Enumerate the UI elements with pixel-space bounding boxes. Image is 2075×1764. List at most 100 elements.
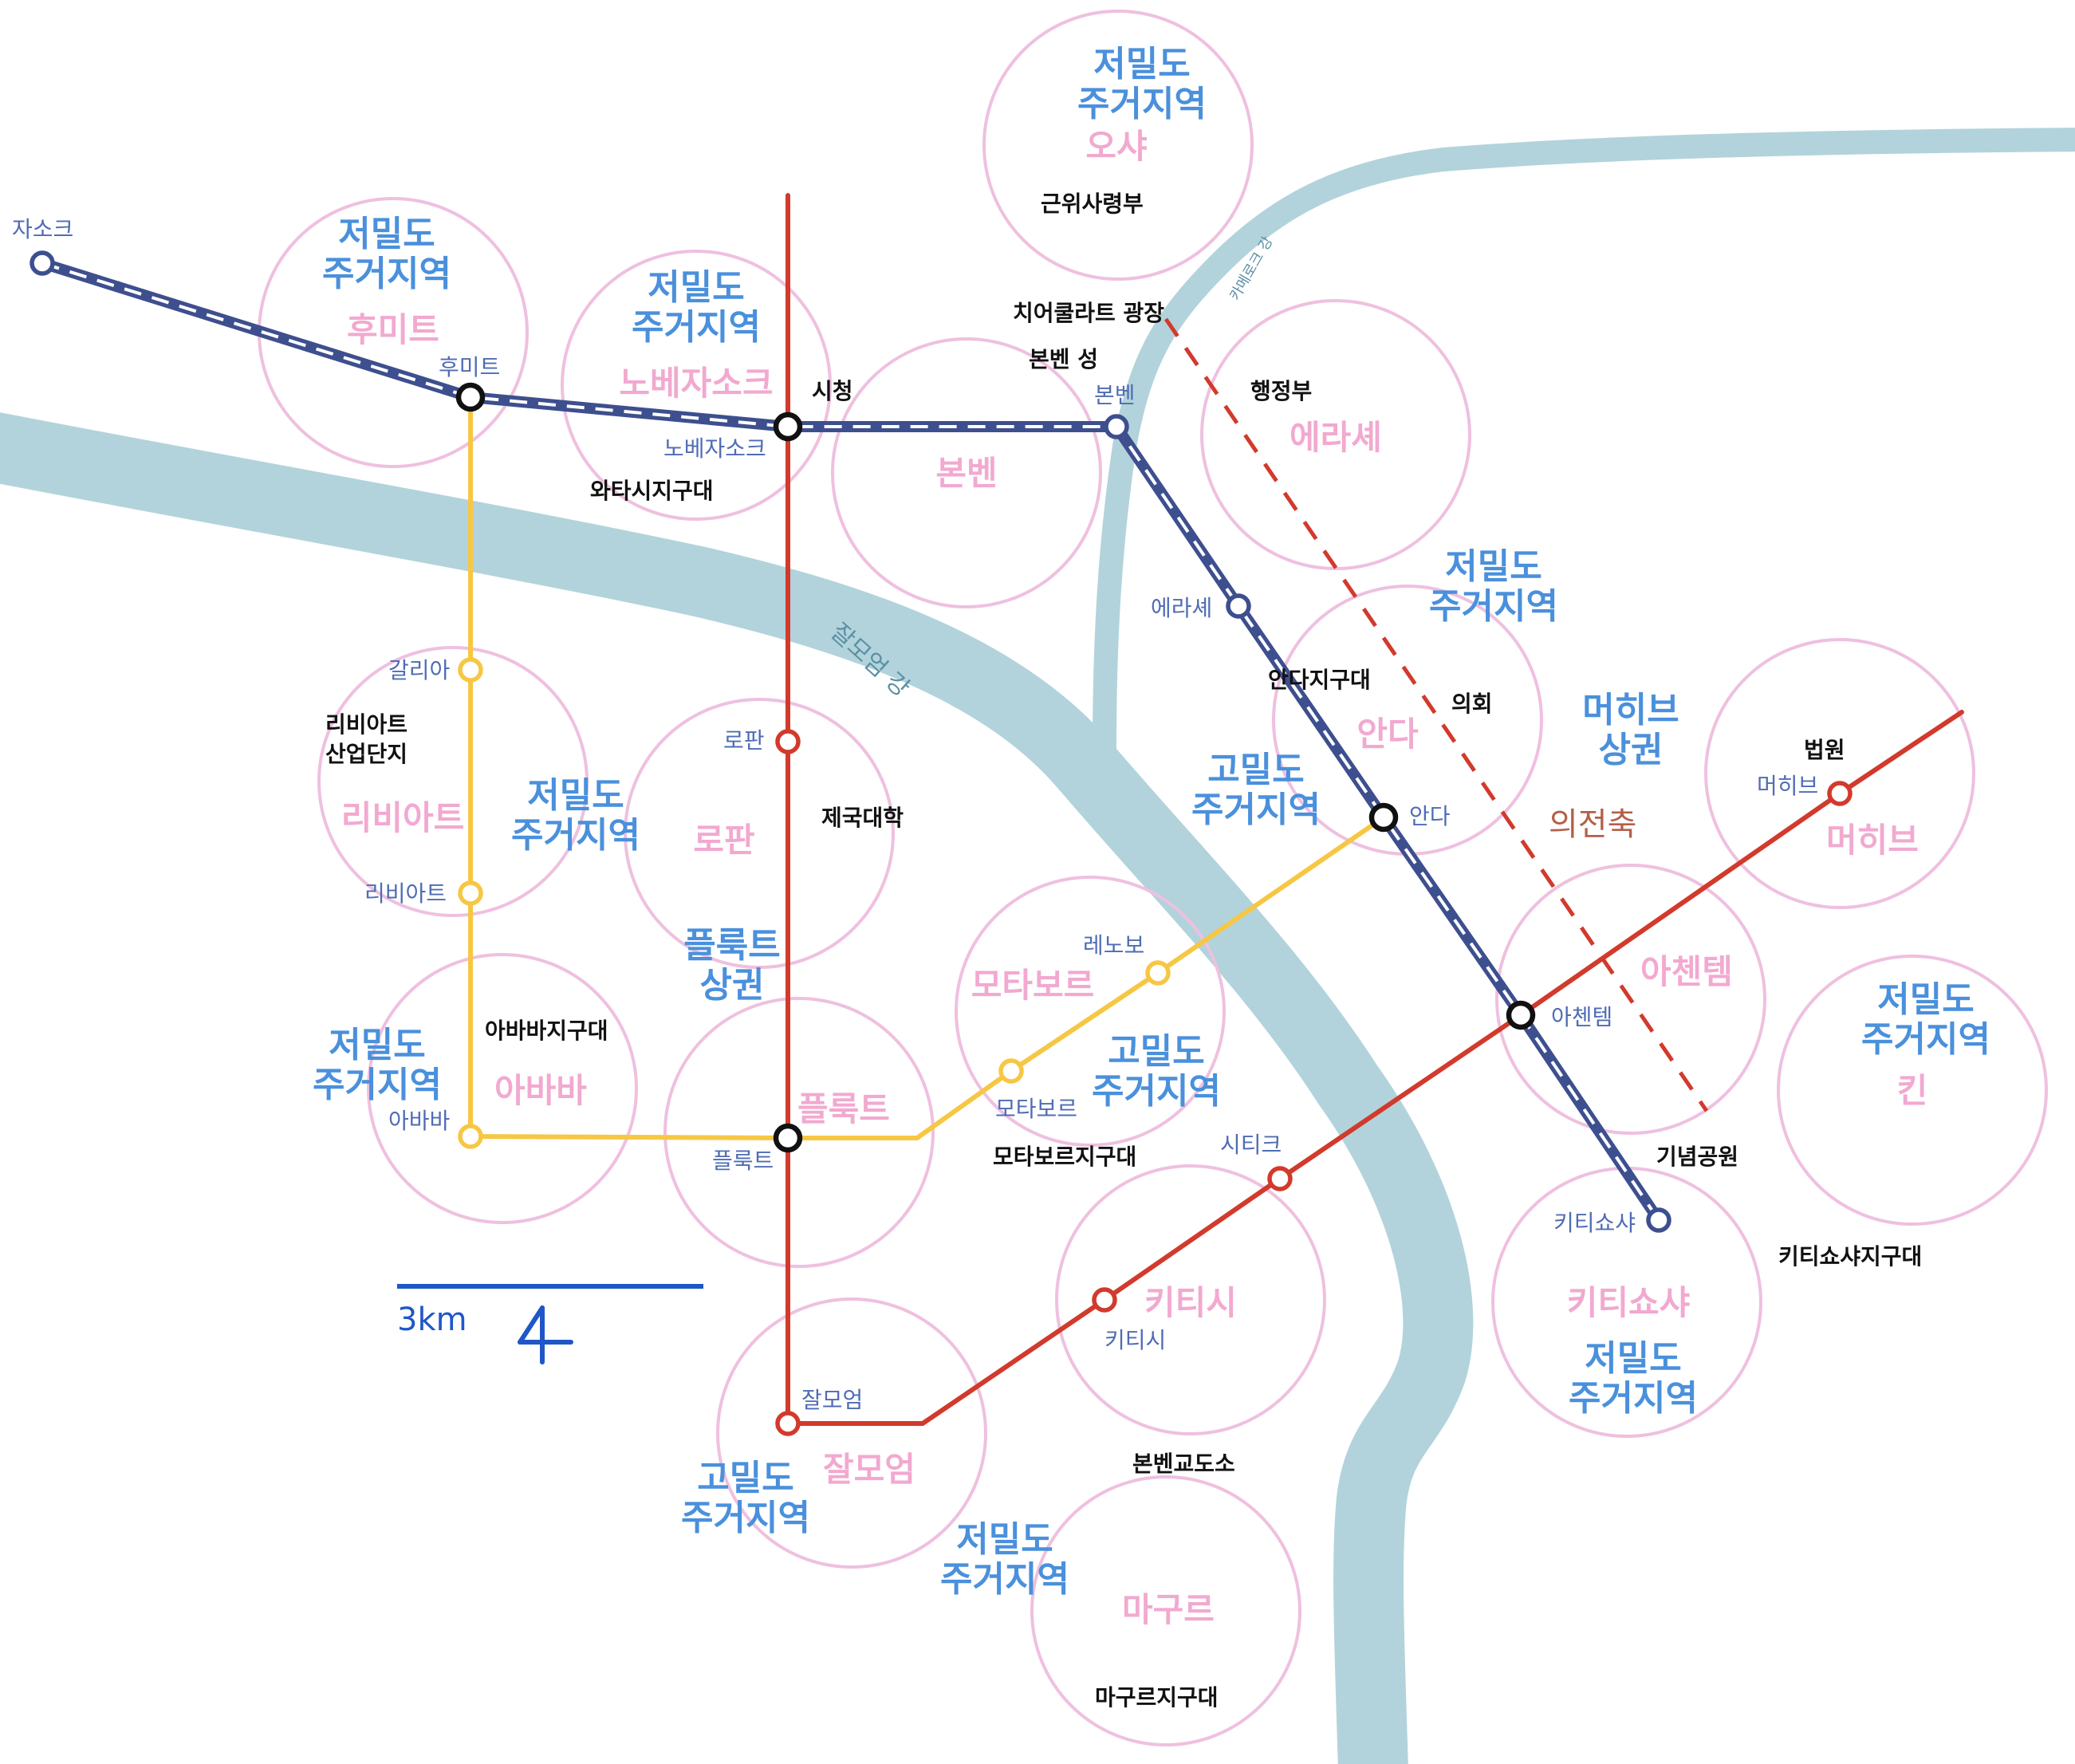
station-jalmoeum[interactable] xyxy=(775,1411,801,1436)
zone-label: 고밀도 xyxy=(1108,1031,1204,1072)
station-humit[interactable] xyxy=(455,382,486,412)
planned-axis-label: 의전축 xyxy=(1549,806,1636,843)
station-galia[interactable] xyxy=(458,657,483,683)
district-label-lopan: 로판 xyxy=(693,821,754,860)
north-arrow-icon xyxy=(518,1305,573,1364)
zone-label: 저밀도 xyxy=(329,1025,425,1065)
district-circle-magureu xyxy=(1030,1475,1301,1746)
landmark-bonben-castle: 본벤 성 xyxy=(1029,346,1098,372)
station-kitishosha[interactable] xyxy=(1646,1207,1671,1233)
district-label-humit: 후미트 xyxy=(347,310,439,349)
zone-label: 주거지역 xyxy=(1429,586,1558,627)
rivers xyxy=(0,128,2075,1764)
station-label-achentem: 아첸템 xyxy=(1551,1004,1612,1030)
district-label-anda: 안다 xyxy=(1356,715,1419,754)
zone-label: 저밀도 xyxy=(527,775,624,816)
landmark-kitishosha-garrison: 키티쇼샤지구대 xyxy=(1778,1243,1922,1270)
zone-label: 플룩트 xyxy=(683,925,780,966)
station-sitik[interactable] xyxy=(1267,1166,1293,1191)
station-lopan[interactable] xyxy=(775,729,801,754)
station-achentem[interactable] xyxy=(1506,1000,1536,1030)
landmark-square: 치어쿨라트 광장 xyxy=(1013,300,1164,326)
zone-label: 주거지역 xyxy=(1861,1019,1990,1060)
station-label-humit: 후미트 xyxy=(439,354,500,380)
district-circle-bonben xyxy=(831,337,1102,608)
district-circle-ababa xyxy=(367,953,638,1224)
zone-label: 주거지역 xyxy=(940,1559,1069,1600)
landmark-motabor-garrison: 모타보르지구대 xyxy=(993,1144,1136,1170)
station-label-anda: 안다 xyxy=(1409,803,1451,829)
zone-label: 주거지역 xyxy=(632,307,761,348)
station-label-motabor: 모타보르 xyxy=(995,1096,1077,1122)
station-lenobo[interactable] xyxy=(1145,960,1171,986)
district-circle-kin xyxy=(1777,955,2048,1226)
transit-lines xyxy=(37,193,1964,1426)
zone-label: 주거지역 xyxy=(1092,1071,1221,1112)
district-label-kitisi: 키티시 xyxy=(1144,1283,1237,1322)
station-erashe[interactable] xyxy=(1226,593,1251,619)
landmark-industrial: 산업단지 xyxy=(325,741,408,767)
zone-label: 주거지역 xyxy=(681,1498,810,1538)
station-label-kitishosha: 키티쇼샤 xyxy=(1553,1210,1636,1236)
planned-line xyxy=(1163,317,1709,1112)
station-meohib[interactable] xyxy=(1827,781,1853,806)
station-kitisi[interactable] xyxy=(1092,1287,1117,1313)
tributary-river xyxy=(1093,128,2075,750)
station-label-lenobo: 레노보 xyxy=(1083,932,1144,959)
station-pluktr[interactable] xyxy=(773,1123,803,1153)
district-label-kin: 킨 xyxy=(1897,1071,1928,1110)
landmark-prison: 본벤교도소 xyxy=(1132,1451,1235,1477)
station-label-jasok: 자소크 xyxy=(12,216,73,242)
zone-label: 고밀도 xyxy=(1207,750,1304,790)
station-label-kitisi: 키티시 xyxy=(1104,1327,1166,1353)
station-motabor[interactable] xyxy=(998,1058,1024,1084)
district-label-meohib: 머히브 xyxy=(1826,821,1919,860)
landmark-court: 법원 xyxy=(1804,737,1845,763)
district-circle-nobejasok xyxy=(561,250,832,521)
station-jasok[interactable] xyxy=(30,250,55,276)
station-label-bonben: 본벤 xyxy=(1094,382,1136,408)
station-bonben[interactable] xyxy=(1104,414,1129,439)
district-label-osha: 오샤 xyxy=(1085,127,1147,166)
district-circle-kitisi xyxy=(1055,1164,1326,1435)
zone-label: 주거지역 xyxy=(511,815,640,856)
district-circle-lopan xyxy=(624,698,895,969)
landmark-anda-garrison: 안다지구대 xyxy=(1268,667,1371,693)
zone-label: 주거지역 xyxy=(1569,1378,1698,1419)
station-label-sitik: 시티크 xyxy=(1220,1132,1282,1158)
zone-label: 주거지역 xyxy=(1077,84,1207,124)
station-labels: 자소크 후미트 노베자소크 본벤 에라셰 안다 아첸템 키티쇼샤 갈리아 리비아… xyxy=(12,216,1818,1413)
district-label-ababa: 아바바 xyxy=(494,1071,587,1110)
district-label-nobejasok: 노베자소크 xyxy=(619,364,773,403)
district-label-jalmoeum: 잘모엄 xyxy=(823,1450,915,1489)
district-circle-pluktr xyxy=(663,997,935,1268)
station-libiat[interactable] xyxy=(458,880,483,906)
district-circle-jalmoeum xyxy=(716,1297,987,1569)
scale-bar: 3km xyxy=(397,1284,703,1338)
station-label-lopan: 로판 xyxy=(723,727,765,754)
station-anda[interactable] xyxy=(1368,802,1399,833)
zone-label: 상권 xyxy=(1599,730,1664,770)
district-circle-meohib xyxy=(1704,638,1975,909)
landmark-council: 의회 xyxy=(1451,691,1493,717)
zone-label: 주거지역 xyxy=(322,254,451,294)
landmark-memorial-park: 기념공원 xyxy=(1656,1144,1738,1170)
landmark-ababa-garrison: 아바바지구대 xyxy=(485,1018,608,1044)
station-label-erashe: 에라셰 xyxy=(1151,595,1212,621)
district-label-achentem: 아첸템 xyxy=(1640,952,1733,991)
station-label-ababa: 아바바 xyxy=(388,1108,450,1134)
scale-bar-label: 3km xyxy=(397,1301,467,1338)
zone-label: 저밀도 xyxy=(956,1519,1053,1560)
district-label-libiat: 리비아트 xyxy=(341,798,465,837)
station-ababa[interactable] xyxy=(458,1124,483,1149)
zone-label: 상권 xyxy=(700,965,765,1006)
district-circle-motabor xyxy=(955,876,1226,1147)
station-label-galia: 갈리아 xyxy=(388,657,450,683)
landmark-administration: 행정부 xyxy=(1250,378,1312,404)
station-sicheong[interactable] xyxy=(773,411,803,442)
zone-label: 저밀도 xyxy=(338,214,435,254)
zone-label: 고밀도 xyxy=(697,1458,793,1498)
station-label-meohib: 머히브 xyxy=(1757,773,1818,799)
landmark-university: 제국대학 xyxy=(821,805,904,831)
